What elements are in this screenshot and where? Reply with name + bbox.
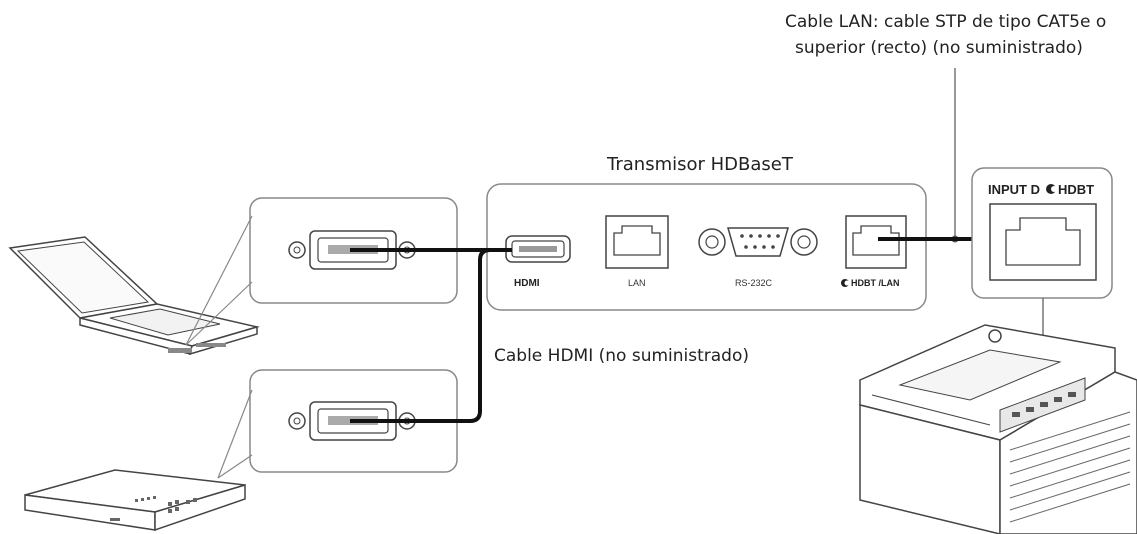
transmitter-hdmi-label: HDMI: [514, 278, 540, 289]
transmitter-rs232c-label: RS-232C: [735, 278, 773, 288]
lan-cable-label-line2: superior (recto) (no suministrado): [795, 38, 1083, 58]
transmitter-title: Transmisor HDBaseT: [606, 154, 794, 175]
transmitter-rs232c-port: [698, 227, 818, 257]
hdbt-logo-icon: [1046, 184, 1057, 194]
transmitter-hdbt-lan-port: [845, 215, 907, 269]
projector-hdbt-port: [989, 203, 1097, 281]
device-callout: [217, 389, 253, 479]
laptop-callout: [185, 215, 253, 346]
projector-icon: [859, 324, 1137, 534]
projector-input-label: INPUT D: [988, 182, 1040, 197]
transmitter-lan-label: LAN: [628, 278, 646, 288]
hdbt-logo-icon: [841, 279, 850, 287]
transmitter-lan-port: [605, 215, 669, 269]
transmitter-hdmi-port: [505, 235, 571, 263]
lan-cable-label-line1: Cable LAN: cable STP de tipo CAT5e o: [785, 12, 1106, 32]
laptop-icon: [8, 236, 260, 356]
device-icon: [24, 469, 246, 532]
transmitter-hdbt-lan-label: HDBT /LAN: [851, 278, 900, 288]
hdmi-cables: [350, 248, 512, 423]
hdmi-cable-label: Cable HDMI (no suministrado): [494, 346, 749, 366]
projector-hdbt-label: HDBT: [1058, 182, 1094, 197]
